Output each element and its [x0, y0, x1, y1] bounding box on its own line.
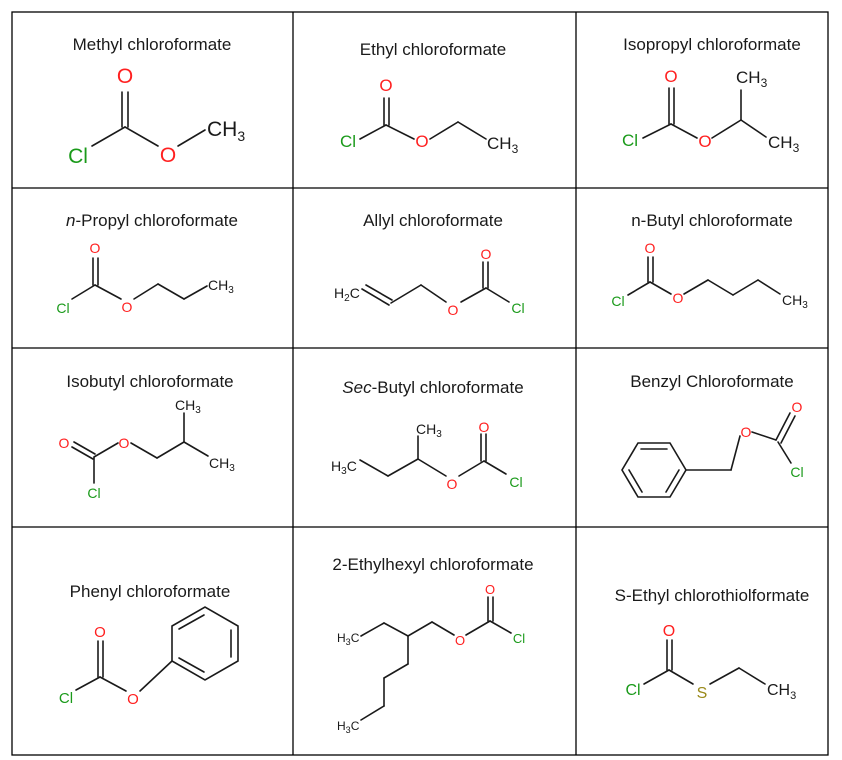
structure-sec-butyl-chloroformate: H3C CH3 O O Cl	[331, 419, 523, 492]
methyl-group: CH3	[768, 133, 800, 155]
chlorine-atom: Cl	[611, 293, 624, 309]
chlorine-atom: Cl	[87, 485, 100, 501]
compound-name: n-Propyl chloroformate	[66, 211, 238, 230]
compound-name: n-Butyl chloroformate	[631, 211, 793, 230]
compound-name: Ethyl chloroformate	[360, 40, 506, 59]
cell-benzyl-chloroformate: Benzyl Chloroformate O O Cl	[621, 372, 804, 498]
methylene-group: H2C	[334, 285, 360, 304]
oxygen-atom: O	[447, 476, 458, 492]
oxygen-atom: O	[379, 76, 392, 95]
oxygen-atom: O	[90, 240, 101, 256]
methyl-group: H3C	[337, 719, 360, 735]
cell-ethyl-chloroformate: Ethyl chloroformate O Cl O CH3	[340, 40, 519, 156]
oxygen-atom: O	[673, 290, 684, 306]
structure-isobutyl-chloroformate: O Cl O CH3 CH3	[59, 397, 236, 501]
structure-s-ethyl-chlorothiolformate: O Cl S CH3	[625, 623, 796, 702]
oxygen-atom: O	[122, 299, 133, 315]
compound-name: S-Ethyl chlorothiolformate	[615, 586, 810, 605]
methyl-group: CH3	[416, 421, 442, 440]
oxygen-atom: O	[59, 435, 70, 451]
compound-name: Methyl chloroformate	[73, 35, 232, 54]
methyl-group: CH3	[487, 134, 519, 156]
table-outline	[11, 11, 829, 756]
oxygen-atom: O	[741, 424, 752, 440]
oxygen-atom: O	[117, 65, 133, 88]
chlorine-atom: Cl	[68, 145, 88, 168]
oxygen-atom: O	[448, 302, 459, 318]
compound-name: Phenyl chloroformate	[70, 582, 231, 601]
structure-n-propyl-chloroformate: O Cl O CH3	[56, 240, 234, 316]
compound-name: Allyl chloroformate	[363, 211, 503, 230]
structure-benzyl-chloroformate: O O Cl	[621, 399, 804, 498]
cell-sec-butyl-chloroformate: Sec-Butyl chloroformate H3C CH3 O O Cl	[331, 378, 524, 492]
cell-phenyl-chloroformate: Phenyl chloroformate O Cl O	[59, 582, 239, 708]
chlorine-atom: Cl	[513, 631, 525, 646]
chlorine-atom: Cl	[790, 464, 803, 480]
sulfur-atom: S	[697, 685, 708, 702]
methyl-group: CH3	[782, 292, 808, 311]
oxygen-atom: O	[664, 67, 677, 86]
oxygen-atom: O	[455, 633, 465, 648]
methyl-group: H3C	[337, 631, 360, 647]
chlorine-atom: Cl	[340, 132, 356, 151]
chlorine-atom: Cl	[622, 131, 638, 150]
oxygen-atom: O	[485, 582, 495, 597]
structure-n-butyl-chloroformate: O Cl O CH3	[611, 240, 808, 311]
methyl-group: CH3	[767, 682, 796, 702]
chlorine-atom: Cl	[509, 474, 522, 490]
cell-n-propyl-chloroformate: n-Propyl chloroformate O Cl O CH3	[56, 211, 238, 316]
oxygen-atom: O	[415, 132, 428, 151]
chlorine-atom: Cl	[59, 690, 73, 707]
table-grid	[11, 11, 829, 756]
oxygen-atom: O	[663, 623, 675, 640]
benzene-ring	[621, 442, 687, 498]
compound-name: 2-Ethylhexyl chloroformate	[332, 555, 533, 574]
cell-methyl-chloroformate: Methyl chloroformate O Cl O CH3	[68, 35, 245, 168]
oxygen-atom: O	[127, 691, 139, 708]
cell-s-ethyl-chlorothiolformate: S-Ethyl chlorothiolformate O Cl S CH3	[615, 586, 810, 702]
structure-2-ethylhexyl-chloroformate: H3C H3C O O Cl	[337, 582, 525, 735]
compound-name: Sec-Butyl chloroformate	[342, 378, 523, 397]
structure-allyl-chloroformate: H2C O O Cl	[334, 246, 525, 318]
methyl-group: CH3	[209, 455, 235, 474]
oxygen-atom: O	[645, 240, 656, 256]
oxygen-atom: O	[792, 399, 803, 415]
benzene-ring	[171, 606, 239, 681]
chlorine-atom: Cl	[511, 300, 524, 316]
oxygen-atom: O	[160, 144, 176, 167]
methyl-group: CH3	[736, 68, 768, 90]
compound-name: Benzyl Chloroformate	[630, 372, 793, 391]
cell-allyl-chloroformate: Allyl chloroformate H2C O O Cl	[334, 211, 525, 318]
methyl-group: H3C	[331, 458, 357, 477]
oxygen-atom: O	[479, 419, 490, 435]
structure-ethyl-chloroformate: O Cl O CH3	[340, 76, 519, 156]
cell-isobutyl-chloroformate: Isobutyl chloroformate O Cl O CH3 CH3	[59, 372, 236, 501]
structure-isopropyl-chloroformate: O Cl O CH3 CH3	[622, 67, 800, 155]
cell-isopropyl-chloroformate: Isopropyl chloroformate O Cl O CH3 CH3	[622, 35, 801, 155]
compound-name: Isobutyl chloroformate	[66, 372, 233, 391]
oxygen-atom: O	[119, 435, 130, 451]
structure-methyl-chloroformate: O Cl O CH3	[68, 65, 245, 168]
methyl-group: CH3	[207, 118, 245, 144]
structure-phenyl-chloroformate: O Cl O	[59, 606, 239, 708]
oxygen-atom: O	[94, 624, 106, 641]
oxygen-atom: O	[481, 246, 492, 262]
cell-2-ethylhexyl-chloroformate: 2-Ethylhexyl chloroformate H3C H3C O O C…	[332, 555, 533, 735]
oxygen-atom: O	[698, 132, 711, 151]
compound-name: Isopropyl chloroformate	[623, 35, 801, 54]
methyl-group: CH3	[208, 277, 234, 296]
methyl-group: CH3	[175, 397, 201, 416]
chlorine-atom: Cl	[625, 682, 640, 699]
cell-n-butyl-chloroformate: n-Butyl chloroformate O Cl O CH3	[611, 211, 808, 311]
chlorine-atom: Cl	[56, 300, 69, 316]
